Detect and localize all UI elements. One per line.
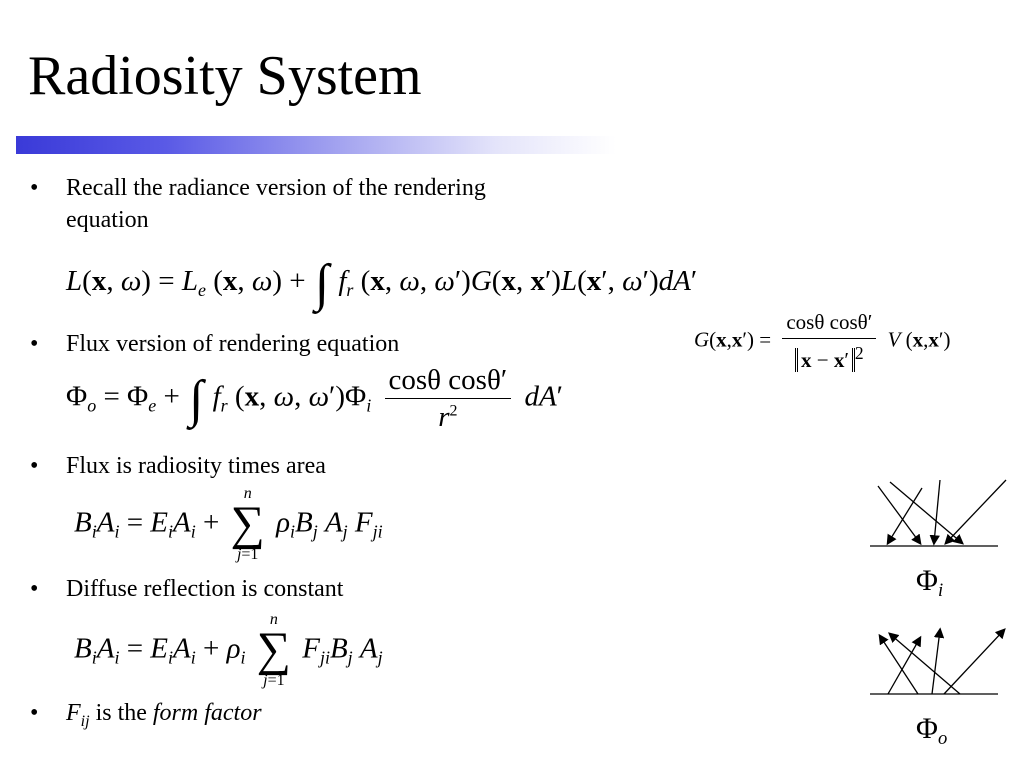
flux-rendering-equation: Φo = Φe + ∫ fr (x, ω, ω′)Φi cosθ cosθ′ r…	[66, 364, 564, 433]
bullet-marker: •	[30, 331, 39, 357]
geometry-term-equation: G(x,x′) = cosθ cosθ′ x − x′2 V (x,x′)	[694, 310, 951, 372]
bullet-marker: •	[30, 576, 39, 602]
incoming-ray	[886, 487, 923, 546]
outgoing-ray	[887, 635, 922, 695]
flux-cos-numerator: cosθ cosθ′	[384, 366, 512, 399]
outgoing-ray	[931, 627, 945, 695]
phi-incoming-label: Φi	[916, 564, 944, 601]
incoming-flux-diagram	[870, 479, 1007, 547]
diffuse-radiosity-equation: BiAi = EiAi + ρi n ∑ j=1 FjiBj Aj	[74, 611, 383, 690]
bullet-marker: •	[30, 175, 39, 201]
r-symbol: r	[438, 401, 450, 433]
form-factor-symbol: F	[66, 700, 81, 726]
bullet-flux-radiosity: Flux is radiosity times area	[66, 453, 326, 479]
bullet-recall-line2: equation	[66, 207, 149, 233]
slide-title: Radiosity System	[28, 45, 422, 107]
form-factor-text: is the	[89, 700, 153, 726]
bullet-marker: •	[30, 700, 39, 726]
bullet-form-factor: Fij is the form factor	[66, 697, 262, 738]
radiance-rendering-equation: L(x, ω) = Le (x, ω) + ∫ fr (x, ω, ω′)G(x…	[66, 255, 698, 312]
radiosity-equation: BiAi = EiAi + n ∑ j=1 ρiBj Aj Fji	[74, 485, 383, 564]
geometry-numerator: cosθ cosθ′	[782, 310, 877, 339]
bullet-flux-version: Flux version of rendering equation	[66, 331, 400, 357]
sum-upper-limit: n	[243, 485, 252, 502]
outgoing-flux-diagram	[870, 627, 1006, 695]
outgoing-ray	[888, 632, 961, 695]
incoming-ray	[944, 479, 1007, 545]
bullet-recall-line1: Recall the radiance version of the rende…	[66, 175, 486, 201]
form-factor-subscript: ij	[80, 712, 90, 730]
form-factor-emphasis: form factor	[152, 700, 262, 726]
outgoing-ray	[878, 633, 919, 695]
bullet-diffuse: Diffuse reflection is constant	[66, 576, 344, 602]
title-gradient-rule	[16, 136, 616, 154]
outgoing-ray	[943, 628, 1006, 695]
incoming-ray	[889, 481, 964, 545]
incoming-ray	[929, 479, 941, 546]
phi-outgoing-label: Φo	[916, 712, 948, 749]
sum-upper-limit: n	[269, 611, 278, 628]
incoming-ray	[877, 485, 922, 546]
bullet-marker: •	[30, 453, 39, 479]
